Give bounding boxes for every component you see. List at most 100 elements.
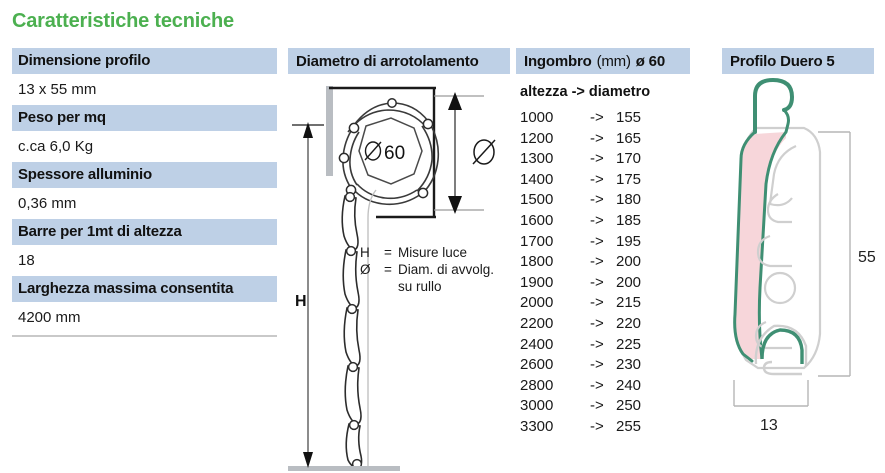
spec-value: 0,36 mm bbox=[18, 195, 77, 212]
profile-outline-left bbox=[733, 130, 757, 363]
legend-text: Misure luce bbox=[398, 245, 468, 260]
cell-altezza: 1500 bbox=[520, 191, 554, 209]
cell-arrow: -> bbox=[590, 170, 604, 188]
octagonal-tube bbox=[358, 117, 423, 185]
table-row: 1400 -> 175 bbox=[520, 170, 641, 191]
legend-text: su rullo bbox=[398, 279, 442, 294]
table-row: 3300->255 bbox=[520, 417, 641, 438]
legend-equals: = bbox=[384, 245, 392, 260]
roll-diagram-header: Diametro di arrotolamento bbox=[288, 48, 510, 74]
wall-bar bbox=[326, 86, 333, 176]
spec-label: Peso per mq bbox=[12, 105, 277, 131]
legend-symbol: H bbox=[360, 245, 370, 260]
table-row: 1500->180 bbox=[520, 190, 641, 211]
legend-symbol bbox=[360, 278, 384, 295]
cell-arrow: -> bbox=[590, 191, 604, 209]
cell-diametro: 170 bbox=[616, 150, 642, 168]
spec-value: 4200 mm bbox=[18, 309, 81, 326]
height-dimension-label: H bbox=[295, 293, 307, 310]
cell-arrow: -> bbox=[590, 335, 604, 353]
cell-arrow: -> bbox=[590, 273, 604, 291]
floor-line bbox=[288, 466, 400, 471]
ingombro-header-diameter: ø 60 bbox=[635, 52, 665, 70]
cell-arrow: -> bbox=[590, 314, 604, 332]
cell-arrow: -> bbox=[590, 397, 604, 415]
cell-altezza: 2400 bbox=[520, 335, 554, 353]
table-row: 1600 -> 185 bbox=[520, 211, 641, 232]
spec-label: Barre per 1mt di altezza bbox=[12, 219, 277, 245]
ingombro-subheader: altezza -> diametro bbox=[520, 84, 651, 100]
cell-arrow: -> bbox=[590, 129, 604, 147]
svg-text:60: 60 bbox=[384, 143, 405, 164]
legend-row: H = Misure luce bbox=[360, 244, 494, 261]
cell-arrow: -> bbox=[590, 253, 604, 271]
cell-altezza: 1000 bbox=[520, 109, 554, 126]
cell-altezza: 1200 bbox=[520, 129, 554, 147]
spec-label: Dimensione profilo bbox=[12, 48, 277, 74]
spec-label: Larghezza massima consentita bbox=[12, 276, 277, 302]
cell-arrow: -> bbox=[590, 376, 604, 394]
cell-arrow: -> bbox=[590, 356, 604, 374]
cell-arrow: -> bbox=[590, 211, 604, 229]
roll-diameter-dimension bbox=[434, 92, 496, 214]
cell-diametro: 185 bbox=[616, 211, 642, 229]
table-row: 3000->250 bbox=[520, 396, 641, 417]
table-row: 2200->220 bbox=[520, 314, 641, 335]
table-row: 1300 -> 170 bbox=[520, 149, 641, 170]
slat-joints bbox=[338, 98, 434, 199]
cell-diametro: 195 bbox=[616, 232, 642, 250]
guide-line bbox=[367, 189, 377, 466]
table-row: 1900->200 bbox=[520, 273, 641, 294]
table-row: 2800->240 bbox=[520, 376, 641, 397]
cell-diametro: 255 bbox=[616, 417, 642, 435]
table-row: 1700 -> 195 bbox=[520, 232, 641, 253]
table-row: 2400 -> 225 bbox=[520, 335, 641, 356]
spec-list-divider bbox=[12, 335, 277, 337]
cell-altezza: 1800 bbox=[520, 253, 554, 271]
legend-symbol: Ø bbox=[360, 262, 371, 277]
profile-height-dimension: 55 bbox=[818, 131, 876, 377]
cell-altezza: 1700 bbox=[520, 232, 554, 250]
cell-arrow: -> bbox=[590, 232, 604, 250]
legend-row: su rullo bbox=[360, 278, 494, 295]
ingombro-header-main: Ingombro bbox=[524, 52, 592, 70]
profile-bottom-hook bbox=[754, 324, 808, 376]
cell-diametro: 240 bbox=[616, 376, 642, 394]
legend-text: Diam. di avvolg. bbox=[398, 262, 495, 277]
legend-equals bbox=[384, 278, 398, 295]
spec-label: Spessore alluminio bbox=[12, 162, 277, 188]
cell-diametro: 155 bbox=[616, 109, 642, 126]
spec-row: Dimensione profilo 13 x 55 mm bbox=[12, 48, 277, 105]
spec-row: Larghezza massima consentita 4200 mm bbox=[12, 276, 277, 333]
cell-altezza: 2600 bbox=[520, 356, 554, 374]
legend-equals: = bbox=[384, 262, 392, 277]
cell-altezza: 1300 bbox=[520, 150, 554, 168]
spec-value: 13 x 55 mm bbox=[18, 81, 97, 98]
table-row: 2000->215 bbox=[520, 293, 641, 314]
cell-diametro: 165 bbox=[616, 129, 642, 147]
profile-height-label: 55 bbox=[858, 249, 876, 266]
profile-inner-chambers bbox=[754, 144, 797, 350]
profile-header: Profilo Duero 5 bbox=[722, 48, 874, 74]
roll-diagram: 60 bbox=[288, 48, 510, 471]
table-row: 1200 -> 165 bbox=[520, 129, 641, 150]
cell-arrow: -> bbox=[590, 109, 604, 126]
table-row: 2600->230 bbox=[520, 355, 641, 376]
hanging-slat-chain bbox=[341, 191, 363, 470]
cell-altezza: 3000 bbox=[520, 397, 554, 415]
spec-value: c.ca 6,0 Kg bbox=[18, 138, 94, 155]
spec-sheet: Caratteristiche tecniche Dimensione prof… bbox=[12, 10, 876, 471]
cell-altezza: 1400 bbox=[520, 170, 554, 188]
cell-arrow: -> bbox=[590, 294, 604, 312]
height-dimension: H bbox=[292, 122, 324, 468]
profile-cross-section: 55 13 bbox=[733, 77, 876, 434]
cell-diametro: 225 bbox=[616, 335, 642, 353]
table-row: 1800->200 bbox=[520, 252, 641, 273]
cell-arrow: -> bbox=[590, 150, 604, 168]
profile-top-hook bbox=[753, 77, 795, 134]
cell-diametro: 175 bbox=[616, 170, 642, 188]
spec-list: Dimensione profilo 13 x 55 mm Peso per m… bbox=[12, 48, 277, 337]
cell-diametro: 215 bbox=[616, 294, 642, 312]
cell-altezza: 2200 bbox=[520, 314, 554, 332]
cell-altezza: 1600 bbox=[520, 211, 554, 229]
